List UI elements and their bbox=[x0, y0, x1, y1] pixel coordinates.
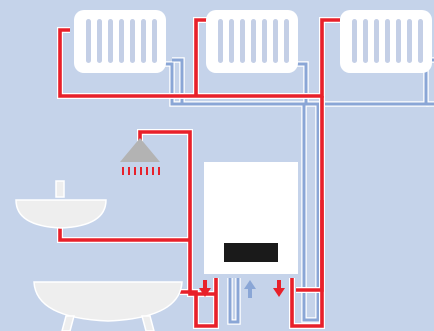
radiator-icon bbox=[340, 10, 432, 73]
flow-pipe-mid-riser bbox=[194, 18, 208, 96]
shower-head-icon bbox=[120, 138, 160, 175]
boiler-return-loop bbox=[302, 104, 320, 322]
sink-tap bbox=[55, 180, 65, 198]
shower-water-drops bbox=[122, 167, 160, 175]
dhw-pipe-bath bbox=[180, 278, 218, 328]
shower-head bbox=[120, 138, 160, 162]
sink-basin bbox=[15, 199, 107, 229]
return-pipe-left bbox=[172, 58, 184, 104]
radiator-fins bbox=[218, 19, 289, 63]
radiator-icon bbox=[206, 10, 298, 73]
sink-icon bbox=[15, 180, 107, 229]
radiator-fins bbox=[86, 19, 157, 63]
cold-inlet bbox=[228, 278, 240, 324]
bathtub-foot-left bbox=[61, 315, 75, 331]
arrow-down-icon bbox=[199, 280, 211, 297]
bathtub-basin bbox=[33, 281, 183, 322]
bathtub-icon bbox=[33, 281, 183, 331]
bathtub-foot-right bbox=[141, 315, 155, 331]
boiler-icon bbox=[204, 162, 298, 274]
return-pipe-mid bbox=[296, 62, 308, 104]
arrow-up-icon bbox=[244, 280, 256, 298]
radiator-icon bbox=[74, 10, 166, 73]
radiator-fins bbox=[352, 19, 423, 63]
flow-pipe-boiler-loop bbox=[290, 200, 324, 328]
boiler-display bbox=[224, 243, 278, 262]
arrow-down-icon bbox=[273, 280, 285, 297]
flow-pipe-main bbox=[58, 18, 340, 98]
flow-arrows bbox=[199, 280, 285, 298]
